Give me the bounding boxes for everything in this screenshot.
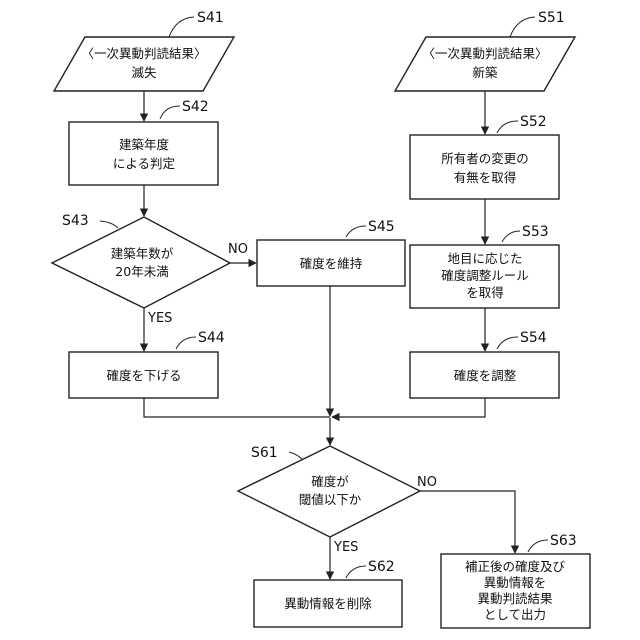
s44-step-id: S44 bbox=[198, 330, 225, 346]
line-s54-to-merge bbox=[332, 398, 485, 417]
s43-line-1: 建築年数が bbox=[111, 246, 174, 261]
leader-s52 bbox=[497, 121, 518, 133]
s61-step-id: S61 bbox=[251, 445, 278, 461]
leader-s51 bbox=[510, 17, 535, 37]
s53-line-1: 地目に応じた bbox=[447, 251, 522, 266]
s61-line-2: 閾値以下か bbox=[299, 492, 362, 507]
s43-step-id: S43 bbox=[62, 213, 89, 229]
s52-line-1: 所有者の変更の bbox=[441, 151, 529, 166]
s53-step-id: S53 bbox=[522, 224, 549, 240]
s42-process-box bbox=[69, 122, 218, 185]
s63-line-1: 補正後の確度及び bbox=[465, 559, 566, 574]
s41-step-id: S41 bbox=[197, 10, 224, 26]
step-s41: 〈一次異動判読結果〉 滅失 S41 bbox=[54, 10, 234, 91]
s63-line-2: 異動情報を bbox=[484, 575, 547, 590]
s51-line-1: 〈一次異動判読結果〉 bbox=[422, 46, 547, 61]
s54-line-1: 確度を調整 bbox=[454, 368, 517, 383]
s43-yes-label: YES bbox=[147, 311, 172, 326]
step-s61: 確度が 閾値以下か S61 NO YES bbox=[238, 445, 437, 555]
s51-line-2: 新築 bbox=[472, 65, 498, 80]
leader-s54 bbox=[497, 337, 518, 349]
s63-line-4: として出力 bbox=[484, 607, 546, 622]
step-s51: 〈一次異動判読結果〉 新築 S51 bbox=[395, 10, 575, 91]
leader-s53 bbox=[502, 231, 520, 242]
s52-line-2: 有無を取得 bbox=[454, 170, 517, 185]
s52-process-box bbox=[410, 135, 559, 199]
s61-yes-label: YES bbox=[333, 540, 358, 555]
s43-decision-shape bbox=[52, 217, 230, 308]
s42-line-2: による判定 bbox=[113, 156, 175, 171]
leader-s41 bbox=[169, 17, 194, 37]
s51-step-id: S51 bbox=[538, 10, 565, 26]
s41-line-1: 〈一次異動判読結果〉 bbox=[81, 46, 206, 61]
s62-step-id: S62 bbox=[368, 559, 395, 575]
s43-line-2: 20年未満 bbox=[115, 264, 168, 279]
s42-step-id: S42 bbox=[182, 99, 209, 115]
s45-line-1: 確度を維持 bbox=[300, 256, 363, 271]
s52-step-id: S52 bbox=[520, 114, 547, 130]
s61-line-1: 確度が bbox=[311, 474, 349, 489]
step-s45: 確度を維持 S45 bbox=[257, 219, 405, 286]
s61-no-label: NO bbox=[417, 475, 437, 490]
leader-s42 bbox=[160, 106, 180, 119]
s54-step-id: S54 bbox=[520, 330, 547, 346]
s53-line-3: を取得 bbox=[466, 285, 504, 300]
leader-s44 bbox=[176, 337, 196, 349]
s63-step-id: S63 bbox=[550, 533, 577, 549]
s42-line-1: 建築年度 bbox=[119, 137, 170, 152]
leader-s63 bbox=[528, 540, 548, 552]
line-s44-to-merge bbox=[144, 398, 330, 417]
arrow-s61-to-s63 bbox=[420, 491, 515, 553]
leader-s45 bbox=[346, 226, 366, 237]
s45-step-id: S45 bbox=[368, 219, 395, 235]
s44-line-1: 確度を下げる bbox=[106, 368, 181, 383]
s62-line-1: 異動情報を削除 bbox=[284, 596, 372, 611]
step-s62: 異動情報を削除 S62 bbox=[254, 559, 402, 627]
s63-line-3: 異動判読結果 bbox=[477, 591, 553, 606]
step-s44: 確度を下げる S44 bbox=[69, 330, 225, 398]
step-s43: 建築年数が 20年未満 S43 NO YES bbox=[52, 213, 248, 326]
s43-no-label: NO bbox=[228, 242, 248, 257]
leader-s62 bbox=[346, 566, 366, 578]
s41-line-2: 滅失 bbox=[131, 65, 157, 80]
s53-line-2: 確度調整ルール bbox=[441, 268, 529, 283]
leader-s43 bbox=[100, 221, 118, 228]
